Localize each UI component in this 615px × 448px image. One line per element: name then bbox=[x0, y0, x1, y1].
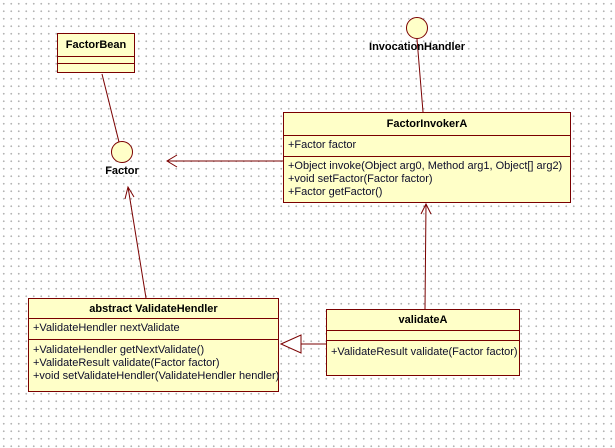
class-box-factorinvokera[interactable]: FactorInvokerA +Factor factor +Object in… bbox=[283, 112, 571, 203]
interface-label-invocationhandler: InvocationHandler bbox=[369, 41, 465, 53]
interface-label-factor: Factor bbox=[105, 165, 139, 177]
edge-factorbean-factor[interactable] bbox=[101, 73, 120, 143]
class-title: abstract ValidateHendler bbox=[89, 302, 218, 315]
methods-compartment: +ValidateResult validate(Factor factor) bbox=[327, 340, 519, 375]
method-line: +Factor getFactor() bbox=[288, 186, 383, 198]
edge-validatea-factorinvokera[interactable] bbox=[420, 202, 432, 310]
interface-lollipop-factor[interactable] bbox=[111, 141, 133, 163]
attributes-compartment: +Factor factor bbox=[284, 135, 570, 156]
interface-lollipop-invocationhandler[interactable] bbox=[406, 17, 428, 39]
method-line: +Object invoke(Object arg0, Method arg1,… bbox=[288, 160, 563, 172]
class-title: FactorBean bbox=[65, 39, 127, 51]
attributes-compartment: +ValidateHendler nextValidate bbox=[29, 318, 278, 339]
class-title: validateA bbox=[398, 314, 448, 326]
methods-compartment: +Object invoke(Object arg0, Method arg1,… bbox=[284, 156, 570, 202]
attributes-compartment bbox=[327, 330, 519, 340]
attribute-line: +Factor factor bbox=[288, 139, 357, 151]
edge-validatehendler-factor[interactable] bbox=[124, 185, 147, 299]
class-box-validatehendler[interactable]: abstract ValidateHendler +ValidateHendle… bbox=[28, 298, 279, 392]
method-line: +ValidateResult validate(Factor factor) bbox=[33, 357, 220, 369]
attributes-compartment bbox=[58, 56, 134, 63]
class-title: FactorInvokerA bbox=[386, 118, 468, 130]
method-line: +ValidateHendler getNextValidate() bbox=[33, 344, 205, 356]
class-box-validatea[interactable]: validateA +ValidateResult validate(Facto… bbox=[326, 309, 520, 376]
methods-compartment bbox=[58, 63, 134, 72]
method-line: +ValidateResult validate(Factor factor) bbox=[331, 346, 518, 358]
attribute-line: +ValidateHendler nextValidate bbox=[33, 322, 180, 334]
edge-validatea-validatehendler[interactable] bbox=[279, 334, 326, 354]
method-line: +void setValidateHendler(ValidateHendler… bbox=[33, 370, 280, 382]
methods-compartment: +ValidateHendler getNextValidate() +Vali… bbox=[29, 339, 280, 391]
method-line: +void setFactor(Factor factor) bbox=[288, 173, 433, 185]
edge-factorinvokera-factor[interactable] bbox=[166, 154, 283, 168]
class-box-factorbean[interactable]: FactorBean bbox=[57, 33, 135, 73]
